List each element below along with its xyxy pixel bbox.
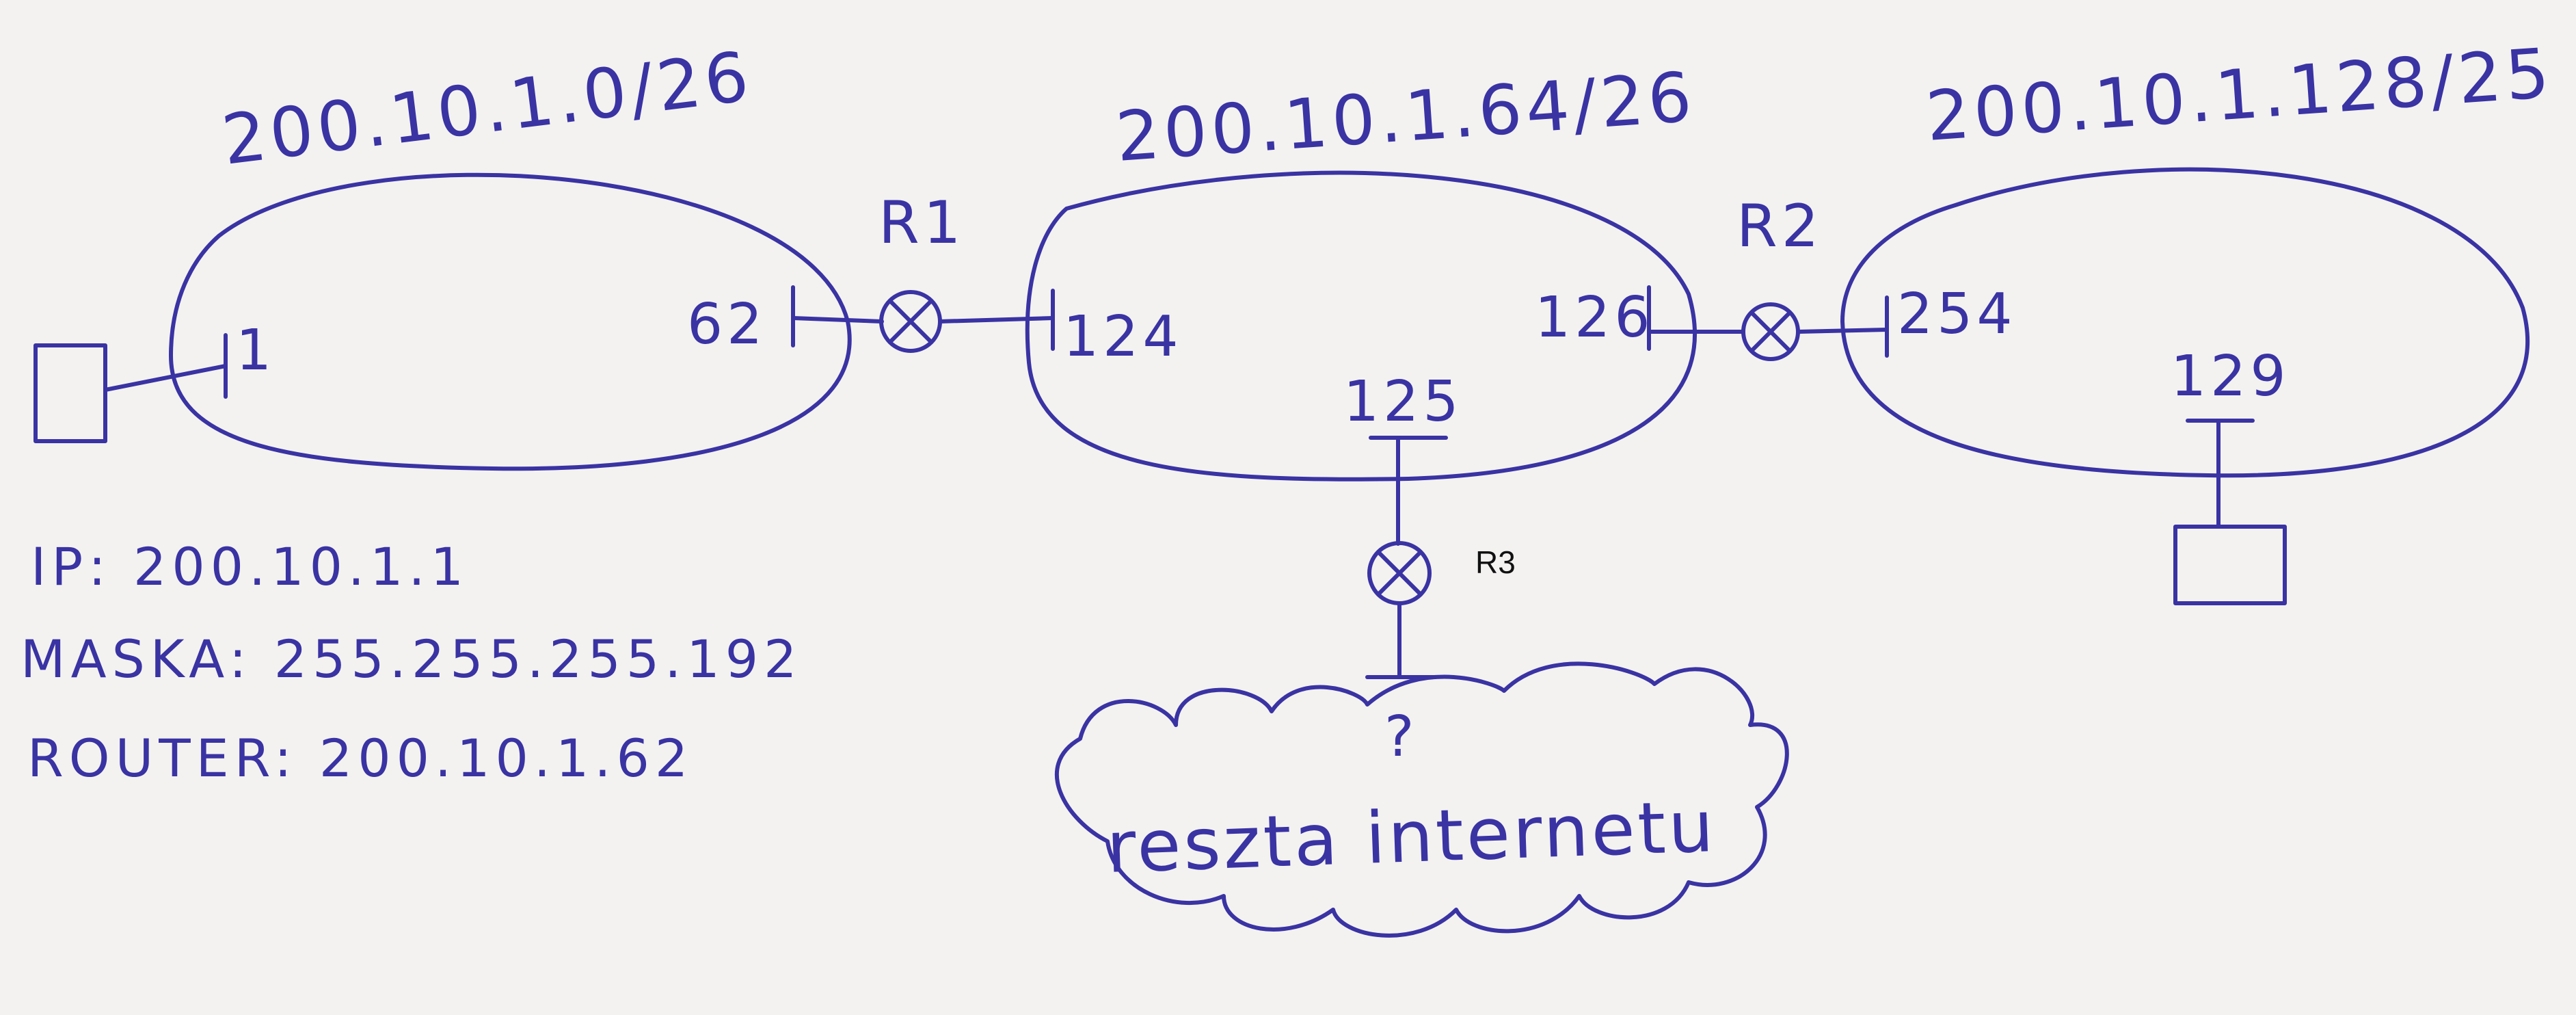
network-2-label: 200.10.1.64/26 — [1114, 57, 1698, 177]
router-r1-icon — [879, 290, 942, 353]
internet-label: reszta internetu — [1105, 785, 1718, 889]
r1-right-link — [938, 316, 1055, 324]
r1-right-interface-label: 124 — [1063, 304, 1183, 369]
host-1-interface-label: 1 — [236, 318, 276, 383]
router-r3-icon — [1367, 541, 1432, 605]
network-2-ellipse — [1025, 170, 1698, 482]
internet-question-mark: ? — [1384, 704, 1419, 769]
host-1-computer-icon — [33, 343, 107, 443]
router-r2-icon — [1741, 302, 1800, 361]
host-config-router: ROUTER: 200.10.1.62 — [27, 728, 693, 789]
host-config-ip: IP: 200.10.1.1 — [31, 536, 469, 597]
router-r1-label: R1 — [878, 189, 965, 257]
r1-left-interface-label: 62 — [687, 292, 766, 357]
network-3-label: 200.10.1.128/25 — [1924, 33, 2556, 157]
router-r2-label: R2 — [1736, 192, 1823, 261]
host-2-computer-icon — [2173, 525, 2287, 605]
r2-right-link — [1796, 328, 1889, 334]
r2-right-interface-label: 254 — [1897, 282, 2017, 347]
network-3-ellipse — [1840, 167, 2530, 478]
network-1-label: 200.10.1.0/26 — [218, 36, 757, 181]
r1-left-link — [791, 316, 884, 324]
router-r3-label: R3 — [1475, 544, 1516, 580]
host-config-mask: MASKA: 255.255.255.192 — [21, 629, 802, 689]
r2-left-interface-label: 126 — [1535, 285, 1654, 350]
host-1-link — [103, 364, 228, 392]
network-1-ellipse — [169, 172, 852, 471]
internet-cloud-icon — [1055, 661, 1789, 938]
host-2-interface-label: 129 — [2171, 344, 2290, 409]
r3-top-interface-label: 125 — [1343, 369, 1463, 434]
